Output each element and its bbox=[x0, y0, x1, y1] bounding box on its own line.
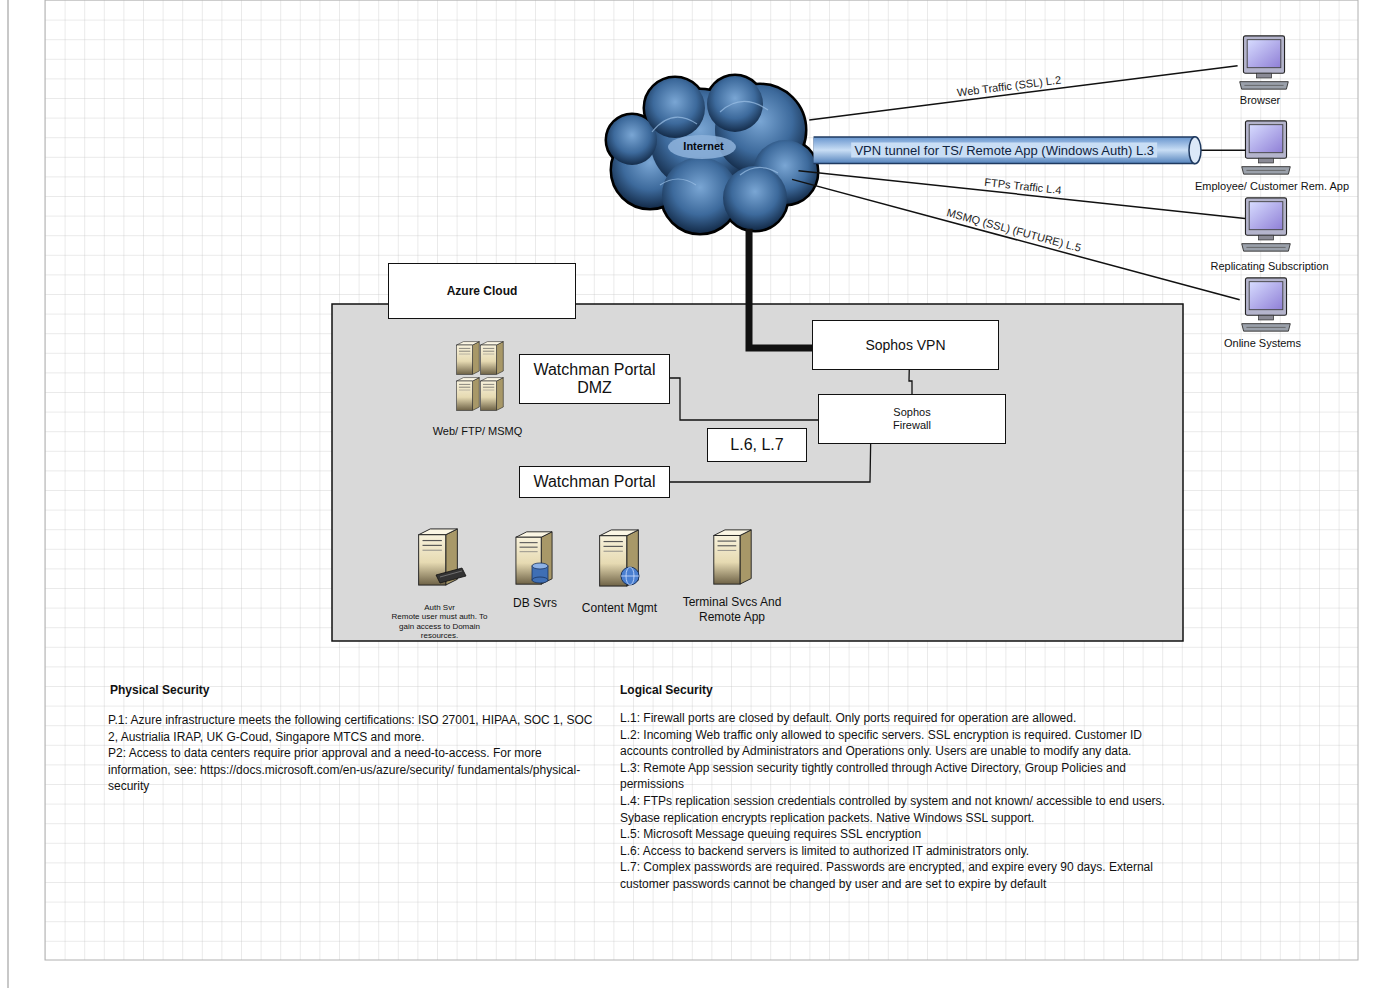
node-label: Auth Svr bbox=[424, 603, 455, 612]
note-text: P.1: Azure infrastructure meets the foll… bbox=[108, 712, 600, 745]
tunnel-tail bbox=[1195, 150, 1246, 152]
remote-app-computer bbox=[1242, 121, 1291, 174]
node-label: DB Svrs bbox=[513, 596, 557, 610]
process-box: Watchman Portal bbox=[519, 466, 670, 498]
note-text: L.5: Microsoft Message queuing requires … bbox=[620, 826, 1168, 843]
node-note: Remote user must auth. To gain access to… bbox=[388, 612, 492, 640]
note-text: L.1: Firewall ports are closed by defaul… bbox=[620, 710, 1168, 727]
azure-region-ground bbox=[332, 304, 1183, 641]
tunnel-cap bbox=[1189, 137, 1201, 164]
note-text: L.2: Incoming Web traffic only allowed t… bbox=[620, 727, 1168, 760]
note-text: L.7: Complex passwords are required. Pas… bbox=[620, 859, 1168, 892]
link-line bbox=[799, 171, 1246, 219]
database-symbol bbox=[532, 563, 548, 583]
network-link bbox=[809, 66, 1237, 120]
section-heading: Physical Security bbox=[110, 683, 209, 697]
server-node: DB Svrs bbox=[505, 525, 565, 610]
server-icons bbox=[419, 342, 752, 586]
browser-computer bbox=[1240, 36, 1289, 89]
network-link bbox=[909, 370, 912, 394]
section-heading: Logical Security bbox=[620, 683, 713, 697]
note-text: L.4: FTPs replication session credential… bbox=[620, 793, 1168, 826]
web-server-icon bbox=[457, 342, 480, 375]
network-link bbox=[670, 378, 818, 420]
link-label: MSMQ (SSL) (FUTURE) L.5 bbox=[945, 206, 1082, 254]
process-box: Watchman Portal DMZ bbox=[519, 354, 670, 404]
link-line bbox=[670, 378, 818, 420]
region-heading-box: Azure Cloud bbox=[388, 263, 576, 319]
terminal-server-icon bbox=[714, 530, 751, 584]
link-label: FTPs Traffic L.4 bbox=[984, 175, 1062, 195]
replication-computer bbox=[1242, 198, 1291, 251]
link-label: Web Traffic (SSL) L.2 bbox=[957, 73, 1062, 98]
node-label: Sophos VPN bbox=[865, 337, 945, 354]
process-box: Sophos VPN bbox=[812, 320, 999, 370]
node-label: Watchman Portal DMZ bbox=[525, 361, 665, 396]
vpn-tunnel bbox=[814, 137, 1246, 164]
node-label: Content Mgmt bbox=[582, 601, 657, 615]
computer-node: Browser bbox=[1225, 32, 1295, 107]
network-link bbox=[792, 179, 1240, 299]
grid-paper bbox=[45, 0, 1358, 960]
node-label: Azure Cloud bbox=[447, 284, 518, 298]
node-label: Watchman Portal bbox=[533, 472, 655, 491]
internet-cloud-node: Internet bbox=[605, 88, 820, 233]
link-line bbox=[809, 66, 1237, 120]
node-label: Web/ FTP/ MSMQ bbox=[433, 425, 523, 438]
internet-cloud bbox=[607, 76, 817, 233]
tunnel-outline bbox=[814, 136, 1195, 164]
computer-node: Employee/ Customer Rem. App bbox=[1170, 118, 1360, 193]
note-text: L.6: Access to backend servers is limite… bbox=[620, 843, 1168, 860]
process-box: Sophos Firewall bbox=[818, 394, 1006, 444]
web-server-icon bbox=[481, 378, 504, 411]
db-server-icon bbox=[516, 532, 552, 584]
node-label: L.6, L.7 bbox=[730, 435, 783, 454]
web-server-icon bbox=[481, 342, 504, 375]
node-label: Browser bbox=[1240, 94, 1280, 107]
note-text: L.3: Remote App session security tightly… bbox=[620, 760, 1168, 793]
node-label: Internet bbox=[683, 140, 723, 153]
link-label: VPN tunnel for TS/ Remote App (Windows A… bbox=[851, 143, 1157, 158]
computer-node: Online Systems bbox=[1215, 275, 1310, 350]
online-systems-computer bbox=[1242, 278, 1291, 331]
trunk-link bbox=[749, 229, 812, 348]
link-line bbox=[792, 179, 1240, 299]
globe-symbol bbox=[621, 567, 639, 585]
node-label: Employee/ Customer Rem. App bbox=[1195, 180, 1349, 193]
server-node: Web/ FTP/ MSMQ bbox=[420, 338, 535, 438]
logical-security-notes: L.1: Firewall ports are closed by defaul… bbox=[620, 710, 1168, 893]
network-link bbox=[799, 171, 1246, 219]
note-text: P2: Access to data centers require prior… bbox=[108, 745, 600, 795]
web-server-icon bbox=[457, 378, 480, 411]
node-label: Terminal Svcs And Remote App bbox=[676, 595, 788, 625]
node-label: Online Systems bbox=[1224, 337, 1301, 350]
physical-security-notes: P.1: Azure infrastructure meets the foll… bbox=[108, 712, 600, 795]
tunnel-body bbox=[814, 138, 1195, 163]
page-margin-line bbox=[7, 0, 9, 988]
azure-region: Sophos VPNSophos FirewallWatchman Portal… bbox=[332, 304, 1183, 641]
computer-node: Replicating Subscription bbox=[1190, 195, 1335, 273]
keyboard-symbol bbox=[436, 568, 466, 583]
server-node: Terminal Svcs And Remote App bbox=[671, 525, 793, 625]
callout-box: L.6, L.7 bbox=[707, 428, 807, 462]
node-label: Replicating Subscription bbox=[1210, 260, 1328, 273]
node-label: Sophos Firewall bbox=[882, 406, 942, 432]
link-line bbox=[749, 229, 812, 348]
server-node: Auth SvrRemote user must auth. To gain a… bbox=[382, 525, 497, 640]
content-server-icon bbox=[600, 530, 639, 586]
link-line bbox=[909, 370, 912, 394]
server-node: Content Mgmt bbox=[572, 525, 667, 615]
